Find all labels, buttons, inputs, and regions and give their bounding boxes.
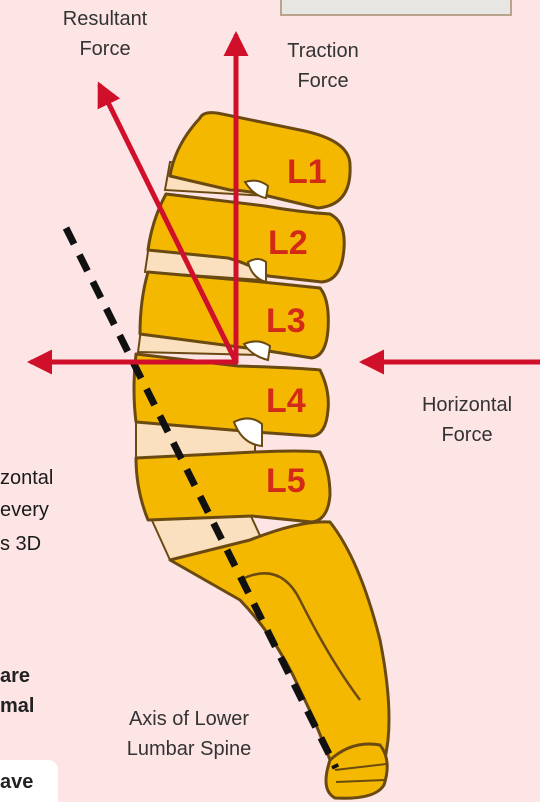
lumbar-axis-label: Axis of Lower Lumbar Spine bbox=[104, 704, 274, 764]
vertebra-label-l5: L5 bbox=[266, 462, 306, 500]
side-text-fragment-2: every bbox=[0, 494, 49, 526]
vertebra-label-l1: L1 bbox=[287, 153, 327, 191]
side-bold-fragment-2: mal bbox=[0, 690, 34, 722]
vertebra-label-l4: L4 bbox=[266, 382, 306, 420]
horizontal-force-label: Horizontal Force bbox=[400, 390, 534, 450]
side-bold-fragment-3: ave bbox=[0, 766, 33, 798]
vertebra-label-l3: L3 bbox=[266, 302, 306, 340]
side-bold-fragment-3-box: ave bbox=[0, 760, 58, 802]
vertebra-label-l2: L2 bbox=[268, 224, 308, 262]
side-text-fragment-1: zontal bbox=[0, 462, 53, 494]
side-text-fragment-3: s 3D bbox=[0, 528, 41, 560]
vertebrae bbox=[134, 113, 389, 799]
traction-force-label: Traction Force bbox=[268, 36, 378, 96]
side-bold-fragment-1: are bbox=[0, 660, 30, 692]
resultant-force-label: Resultant Force bbox=[50, 4, 160, 64]
